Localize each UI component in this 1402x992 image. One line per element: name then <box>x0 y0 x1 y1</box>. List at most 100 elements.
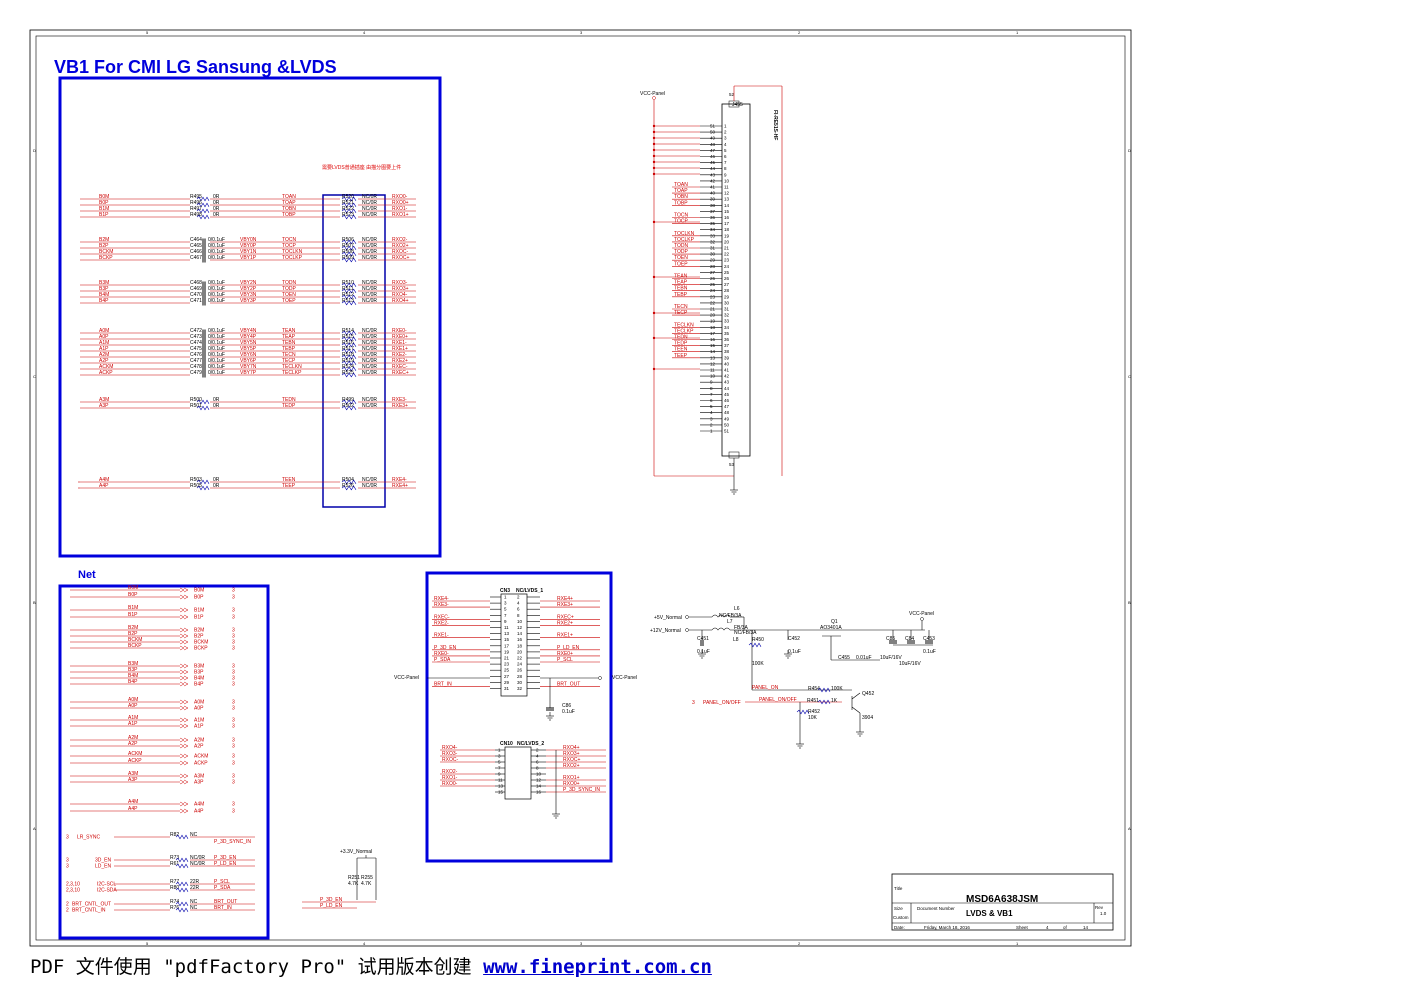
net-label: A0M <box>194 700 204 706</box>
junction-dot <box>652 154 656 158</box>
resistor-symbol <box>175 887 189 893</box>
part-ref: C469 <box>190 286 202 292</box>
part-value: 22R <box>190 879 200 885</box>
power-port <box>685 628 689 632</box>
pin-number: 26 <box>724 276 730 281</box>
footer-text: PDF 文件使用 "pdfFactory Pro" 试用版本创建 <box>30 956 484 978</box>
net-label: TEAN <box>674 274 688 280</box>
pin-number: 19 <box>724 233 730 238</box>
pin-number: 47 <box>724 404 730 409</box>
part-value: 0/0.1uF <box>208 286 225 292</box>
net-label: B1P <box>194 615 204 621</box>
pin-number: 25 <box>504 668 510 673</box>
part-value: NC/0R <box>362 194 377 200</box>
net-label: RXE1- <box>392 340 407 346</box>
net-label: VBY6P <box>240 358 257 364</box>
part-ref: R450 <box>752 637 764 643</box>
net-label: TOCLKN <box>282 249 303 255</box>
footer-link[interactable]: www.fineprint.com.cn <box>483 956 712 978</box>
part-ref: L6 <box>734 606 740 612</box>
offpage-arrow <box>179 773 189 779</box>
pin-number: 11 <box>724 185 729 190</box>
net-label: TEAP <box>674 280 688 286</box>
net-label: B2P <box>99 243 109 249</box>
capacitor-symbol <box>202 250 206 257</box>
pin-number: 26 <box>517 668 523 673</box>
net-label: RXE4+ <box>392 483 408 489</box>
power-port <box>598 676 602 680</box>
page-ref: 3 <box>66 864 69 870</box>
net-label: A4P <box>194 809 204 815</box>
part-value: 0R <box>213 200 220 206</box>
part-ref: R522 <box>342 206 354 212</box>
pin-number: 8 <box>517 613 520 618</box>
part-ref: R517 <box>342 346 354 352</box>
pin-number: 3 <box>504 601 507 606</box>
resistor-symbol <box>341 330 357 336</box>
net-label: RXO1- <box>442 775 458 781</box>
net-label: TOCLKP <box>674 237 695 243</box>
pin-number: 9 <box>724 172 727 177</box>
net-label: RXE1- <box>434 633 449 639</box>
offpage-arrow <box>179 681 189 687</box>
resistor-symbol <box>341 282 357 288</box>
net-label: TECP <box>282 358 296 364</box>
pin-number: 7 <box>724 160 727 165</box>
net-label: B3P <box>99 286 109 292</box>
offpage-arrow <box>179 808 189 814</box>
pin-number: 40 <box>724 361 730 366</box>
mount-pad <box>728 451 740 459</box>
part-value: 0R <box>213 403 220 409</box>
part-ref: R454 <box>808 686 820 692</box>
part-value: 0.01uF <box>856 655 872 661</box>
net-label: BCKP <box>194 646 208 652</box>
pin-number: 20 <box>517 649 523 654</box>
resistor-symbol <box>341 294 357 300</box>
net-label: A3P <box>99 403 109 409</box>
pin-number: 41 <box>724 368 730 373</box>
pin-number: 15 <box>504 637 510 642</box>
resistor-symbol <box>175 834 189 840</box>
offpage-arrow <box>179 639 189 645</box>
pin-number: 13 <box>724 197 730 202</box>
net-label: VBY0P <box>240 243 257 249</box>
junction-dot <box>652 367 656 371</box>
part-value: 0/0.1uF <box>208 358 225 364</box>
field-label: Sheet <box>1016 925 1029 930</box>
part-value: NC <box>190 832 198 838</box>
offpage-arrow <box>179 699 189 705</box>
capacitor-symbol <box>202 238 206 245</box>
page-ref: 3 <box>66 858 69 864</box>
pin-number: 24 <box>517 662 523 667</box>
power-label: VCC-Panel <box>612 675 637 681</box>
net-label: P_3D_EN <box>434 645 457 651</box>
net-label: RXO2- <box>392 237 408 243</box>
offpage-arrow <box>179 607 189 613</box>
column-mark: 3 <box>580 30 583 35</box>
resistor-symbol <box>341 239 357 245</box>
pin-number: 28 <box>724 288 730 293</box>
pin-number: 37 <box>724 343 730 348</box>
resistor-symbol <box>341 245 357 251</box>
pin-number: 14 <box>517 631 523 636</box>
page-ref: 2,3,10 <box>66 882 80 888</box>
net-label: TOBN <box>282 206 296 212</box>
capacitor-symbol <box>202 293 206 300</box>
part-ref: R515 <box>342 334 354 340</box>
net-label: A2P <box>194 744 204 750</box>
resistor-symbol <box>196 202 210 208</box>
net-label: A2M <box>99 352 109 358</box>
